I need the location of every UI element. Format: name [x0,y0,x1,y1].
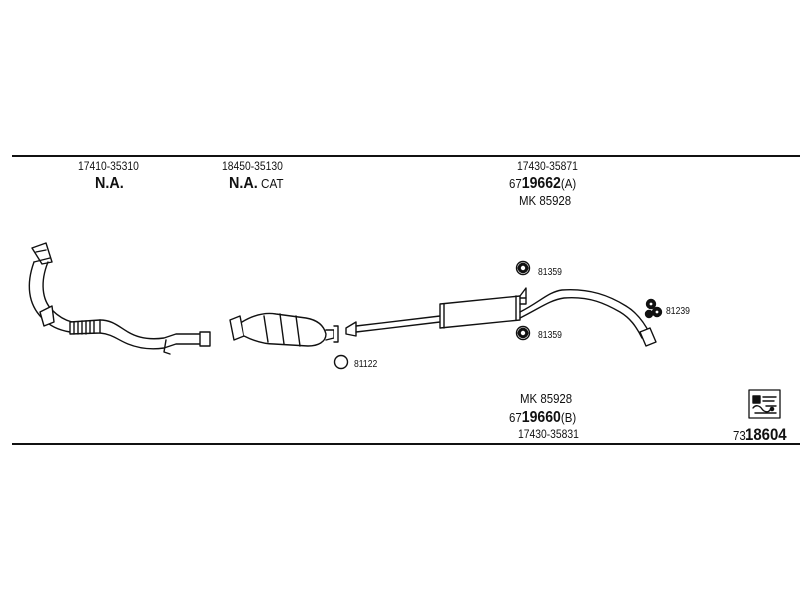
catalog-number: 7318604 [733,426,793,444]
catalog-prefix: 73 [733,428,746,443]
bottom-code: 6719660(B) [509,410,576,426]
catalog-main: 18604 [745,425,788,444]
part3-code-prefix: 67 [509,176,522,191]
part3-number: 17430-35871 [517,159,578,173]
part2-name-bold: N.A. [229,175,258,192]
clamp-81122 [333,354,349,370]
rear-section [345,287,657,347]
part3-code: 6719662(A) [509,176,576,192]
bottom-mk: MK 85928 [520,391,573,406]
part1-name: N.A. [95,175,124,192]
bottom-code-prefix: 67 [509,410,522,425]
bottom-part-number: 17430-35831 [518,427,579,441]
callout-81122: 81122 [354,359,378,370]
diagram-key-icon [748,389,781,419]
part1-number: 17410-35310 [78,159,139,173]
bottom-code-main: 19660 [521,409,561,426]
callout-81359-upper: 81359 [538,267,562,278]
front-pipe [28,242,211,355]
catalytic-converter [229,312,339,347]
callout-81359-lower: 81359 [538,330,562,341]
bottom-divider [12,443,800,445]
hanger-81359-lower [515,325,531,341]
part3-code-suffix: (A) [560,176,577,191]
part2-number: 18450-35130 [222,159,283,173]
bottom-code-suffix: (B) [560,410,577,425]
callout-81239: 81239 [666,306,690,317]
part2-name-suffix: CAT [261,176,284,191]
mount-81239 [644,298,663,319]
part3-code-main: 19662 [521,175,561,192]
hanger-81359-upper [515,260,531,276]
part2-name: N.A.CAT [229,176,286,192]
part3-mk: MK 85928 [519,193,572,208]
top-divider [12,155,800,157]
